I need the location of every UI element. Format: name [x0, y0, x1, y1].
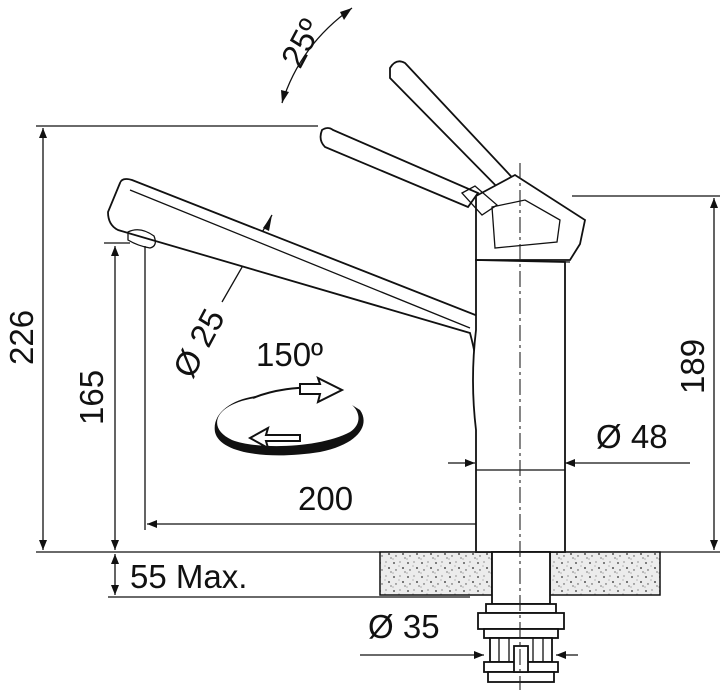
label-counter-thickness: 55 Max. — [130, 558, 247, 595]
label-base-diameter: Ø 48 — [596, 418, 668, 455]
rotation-arrow-icon — [214, 376, 364, 456]
dimension-spout-height — [104, 242, 130, 550]
label-hole-diameter: Ø 35 — [368, 608, 440, 645]
label-spout-diameter: Ø 25 — [166, 303, 232, 384]
label-rotation: 150º — [256, 336, 323, 373]
label-base-height: 189 — [674, 339, 711, 394]
dimension-total-height — [36, 125, 318, 550]
lever-lowered — [319, 127, 480, 209]
dimension-base-height — [572, 195, 720, 550]
faucet-head — [460, 173, 587, 263]
faucet-body-column — [472, 259, 566, 553]
label-spout-height: 165 — [73, 370, 110, 425]
countertop — [379, 551, 661, 596]
label-reach: 200 — [298, 480, 353, 517]
dimension-counter-thickness — [108, 554, 470, 598]
mounting-shank — [477, 551, 565, 683]
label-lever-angle: 25º — [274, 13, 330, 73]
dimension-lever-angle — [281, 7, 353, 104]
dimension-reach — [144, 246, 517, 530]
label-total-height: 226 — [3, 310, 40, 365]
